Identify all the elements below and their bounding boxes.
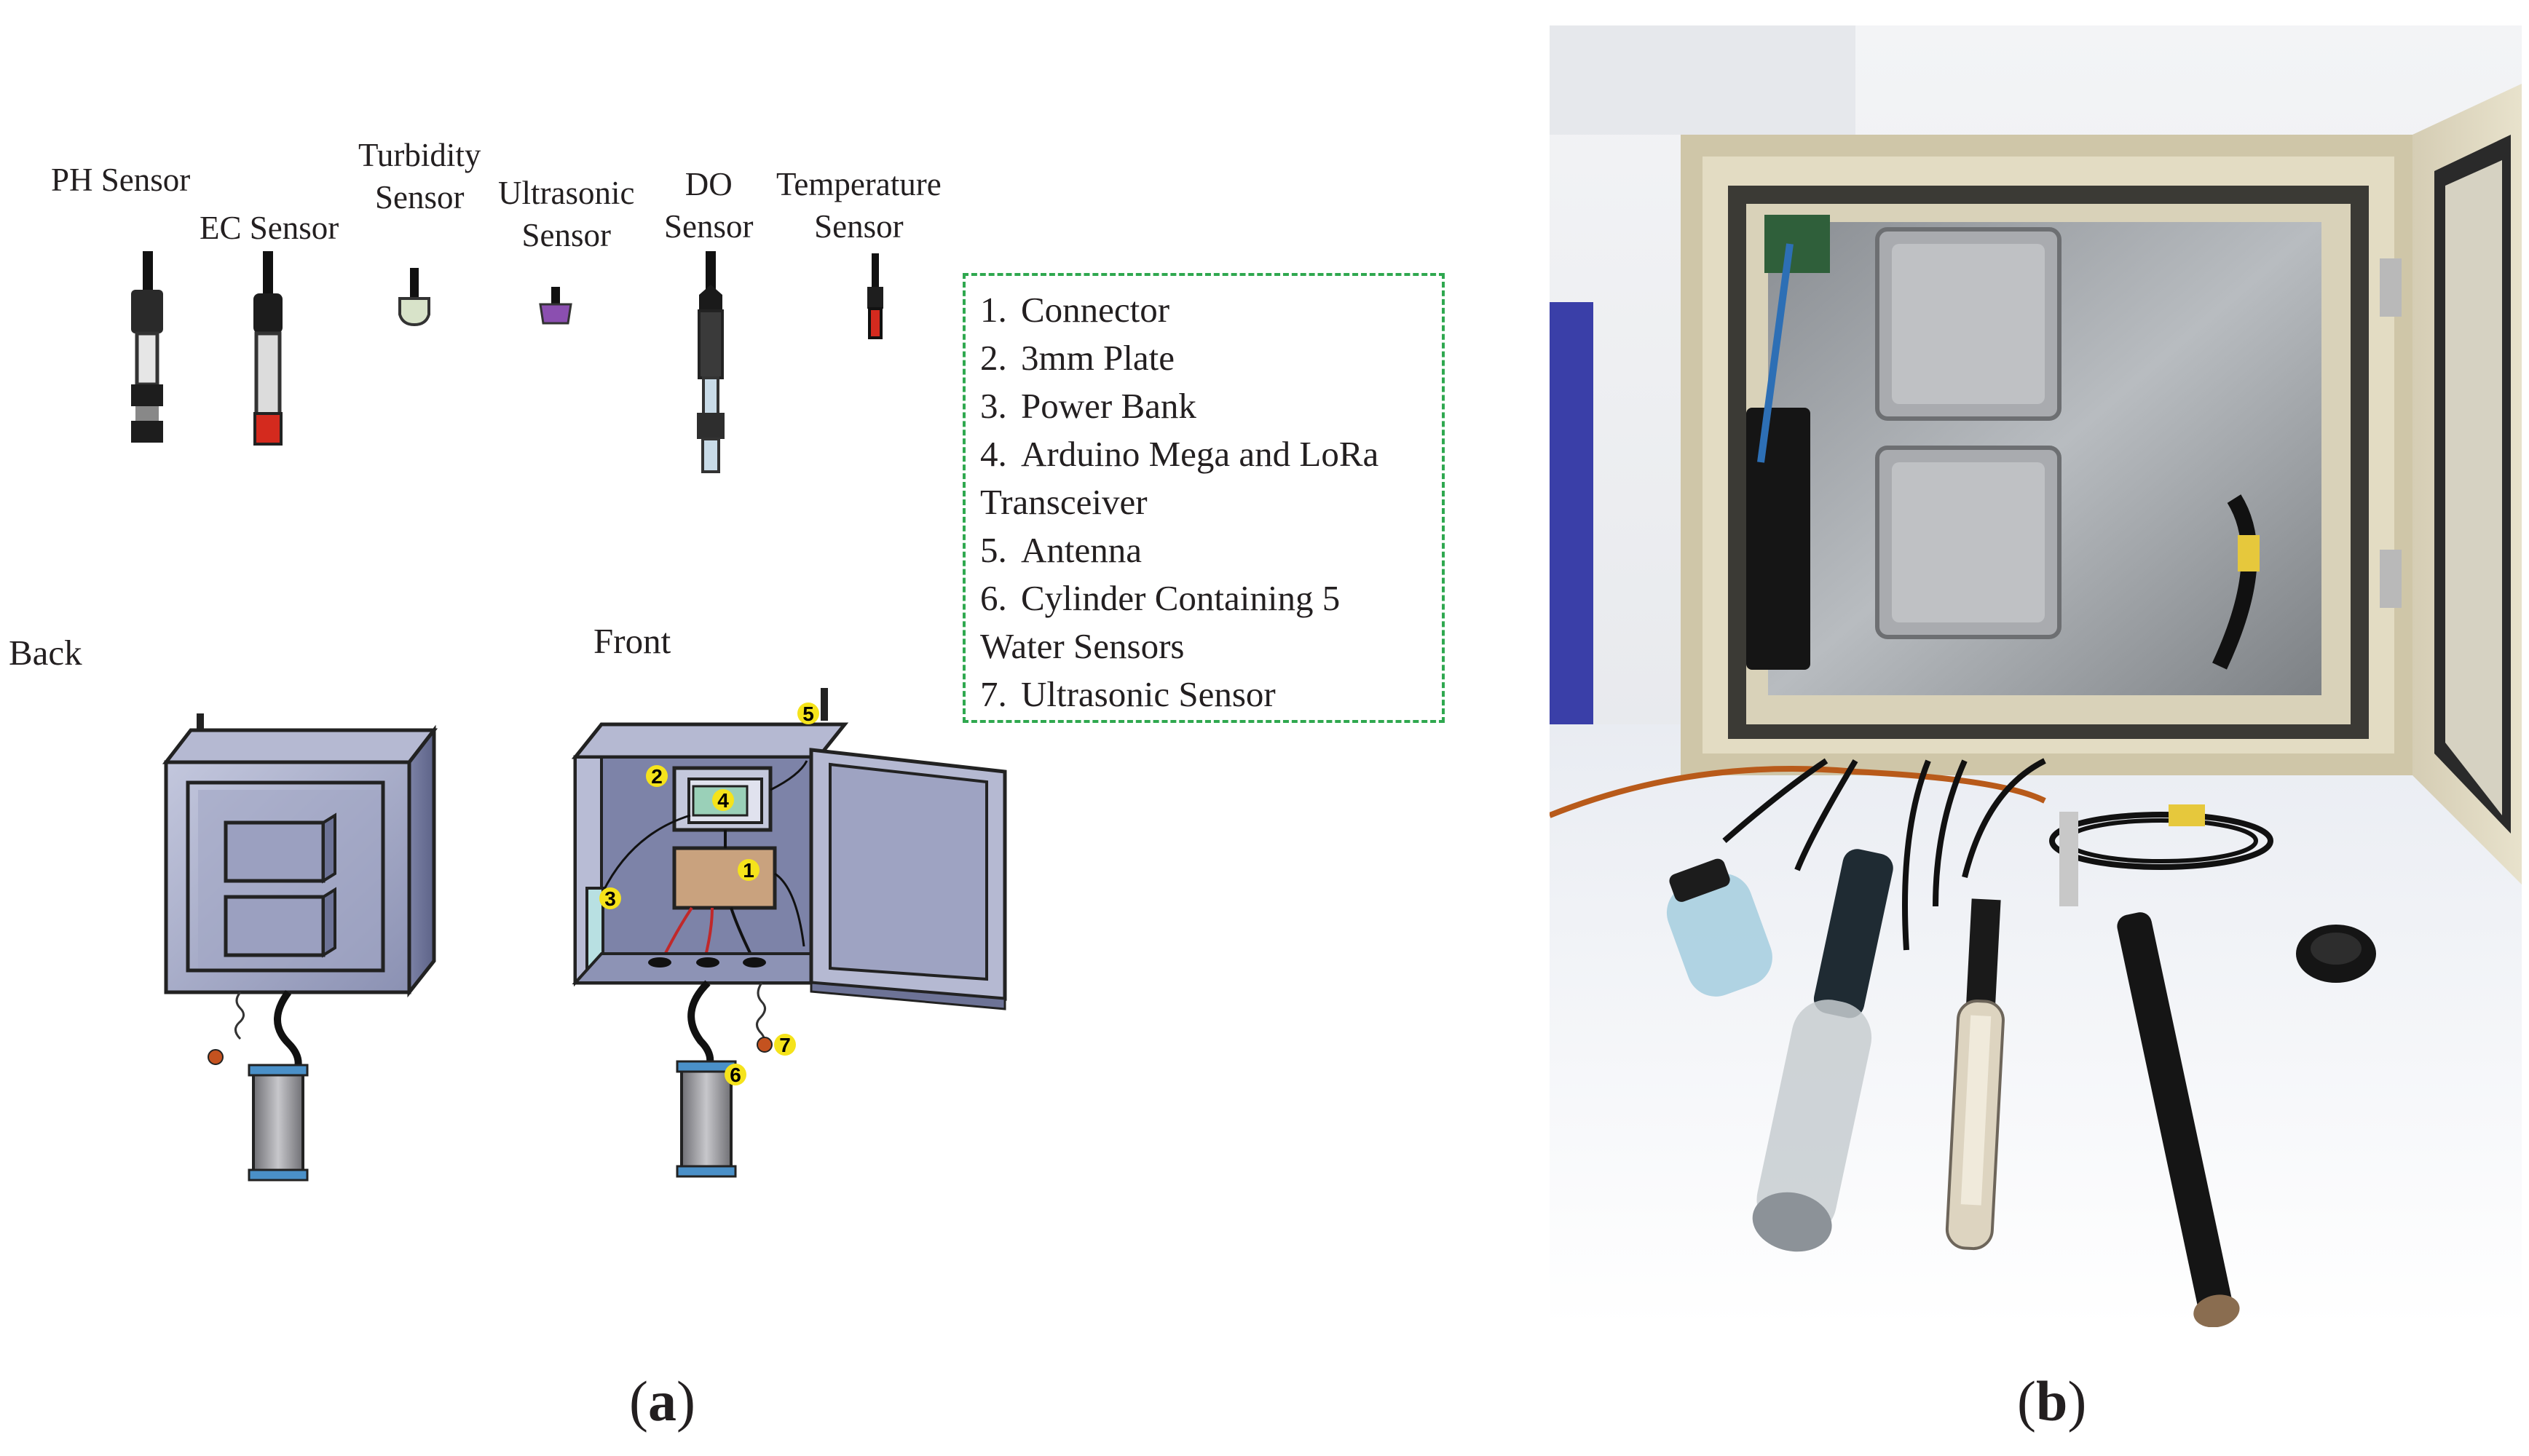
legend-item-7: 7.Ultrasonic Sensor bbox=[980, 674, 1276, 714]
ultrasonic-sensor-icon bbox=[539, 287, 572, 325]
ec-sensor-label: EC Sensor bbox=[200, 210, 339, 246]
legend-item-4-continued: Transceiver bbox=[980, 482, 1148, 522]
component-legend: 1.Connector 2.3mm Plate 3.Power Bank 4.A… bbox=[963, 273, 1445, 723]
legend-item-5: 5.Antenna bbox=[980, 530, 1142, 570]
back-enclosure bbox=[162, 713, 438, 1182]
front-enclosure bbox=[571, 688, 1007, 1178]
ph-sensor-icon bbox=[131, 251, 163, 443]
svg-text:6: 6 bbox=[730, 1064, 741, 1086]
marker-4: 4 bbox=[712, 789, 734, 812]
svg-text:7: 7 bbox=[779, 1034, 791, 1056]
marker-1: 1 bbox=[738, 859, 760, 882]
turbidity-sensor-icon bbox=[398, 268, 430, 327]
panel-a-caption: (a) bbox=[629, 1369, 695, 1433]
marker-6: 6 bbox=[725, 1064, 746, 1086]
panel-b-caption: (b) bbox=[2017, 1369, 2087, 1433]
svg-text:3: 3 bbox=[604, 887, 616, 910]
legend-item-1: 1.Connector bbox=[980, 290, 1170, 330]
sensor-drawings bbox=[131, 251, 883, 473]
marker-2: 2 bbox=[646, 765, 668, 788]
ec-sensor-icon bbox=[253, 251, 283, 446]
enclosure-drawings: 1 2 3 4 5 6 7 bbox=[162, 688, 1007, 1182]
do-sensor-icon bbox=[697, 251, 725, 473]
legend-item-6: 6.Cylinder Containing 5 bbox=[980, 578, 1341, 618]
legend-item-2: 2.3mm Plate bbox=[980, 338, 1175, 378]
back-view-title: Back bbox=[9, 633, 82, 673]
marker-5: 5 bbox=[797, 703, 819, 725]
svg-text:2: 2 bbox=[651, 765, 663, 788]
svg-text:4: 4 bbox=[717, 789, 729, 812]
legend-item-4: 4.Arduino Mega and LoRa bbox=[980, 434, 1379, 474]
svg-text:1: 1 bbox=[743, 859, 754, 882]
marker-7: 7 bbox=[774, 1034, 796, 1056]
legend-item-3: 3.Power Bank bbox=[980, 386, 1196, 426]
ph-sensor-label: PH Sensor bbox=[51, 162, 191, 198]
marker-3: 3 bbox=[599, 887, 621, 910]
legend-item-6-continued: Water Sensors bbox=[980, 626, 1185, 666]
temperature-sensor-icon bbox=[867, 253, 883, 339]
front-view-title: Front bbox=[593, 621, 671, 661]
enclosure-photo bbox=[1550, 25, 2522, 1327]
svg-text:5: 5 bbox=[802, 703, 814, 725]
enclosure-photo-illustration bbox=[1550, 25, 2522, 1327]
